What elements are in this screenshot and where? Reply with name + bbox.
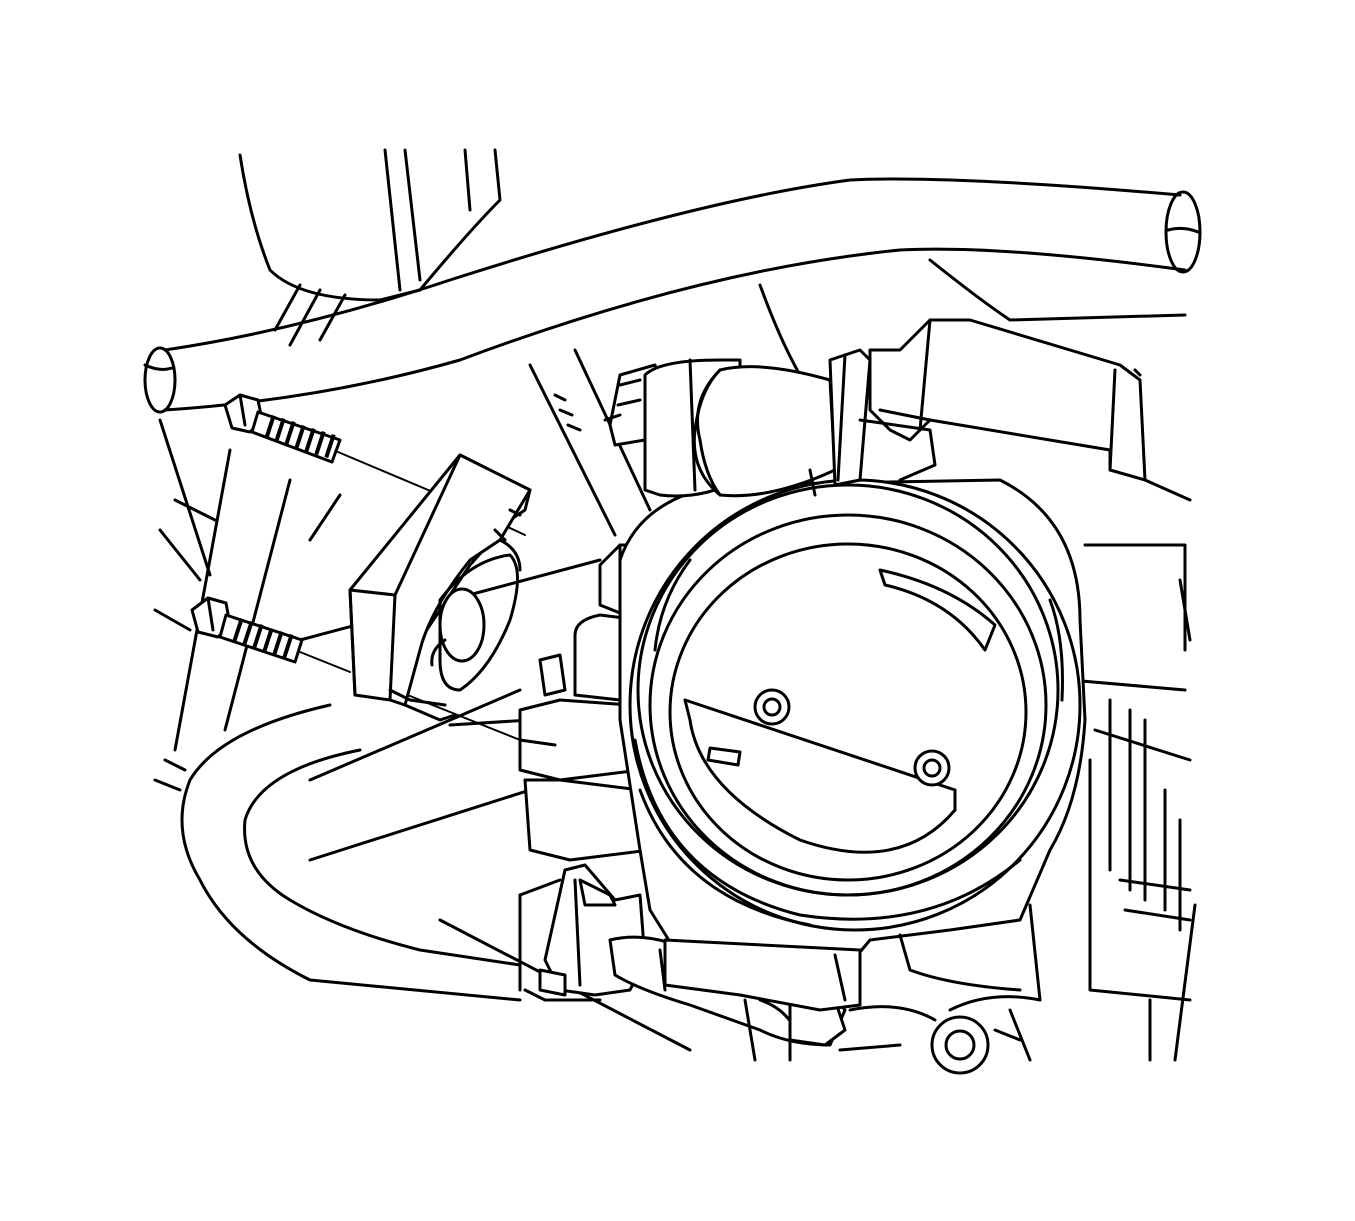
vacuum-hose	[143, 177, 1202, 414]
upper-bolt	[223, 393, 526, 536]
throttle-body	[518, 478, 1087, 1075]
hose-clamp-fitting	[518, 863, 862, 1062]
throttle-body-spacer	[348, 453, 532, 722]
idle-air-control-valve	[603, 318, 1147, 498]
throttle-body-bolts	[190, 393, 526, 741]
lower-bolt	[190, 596, 521, 741]
engine-background-structure	[153, 148, 1197, 1062]
